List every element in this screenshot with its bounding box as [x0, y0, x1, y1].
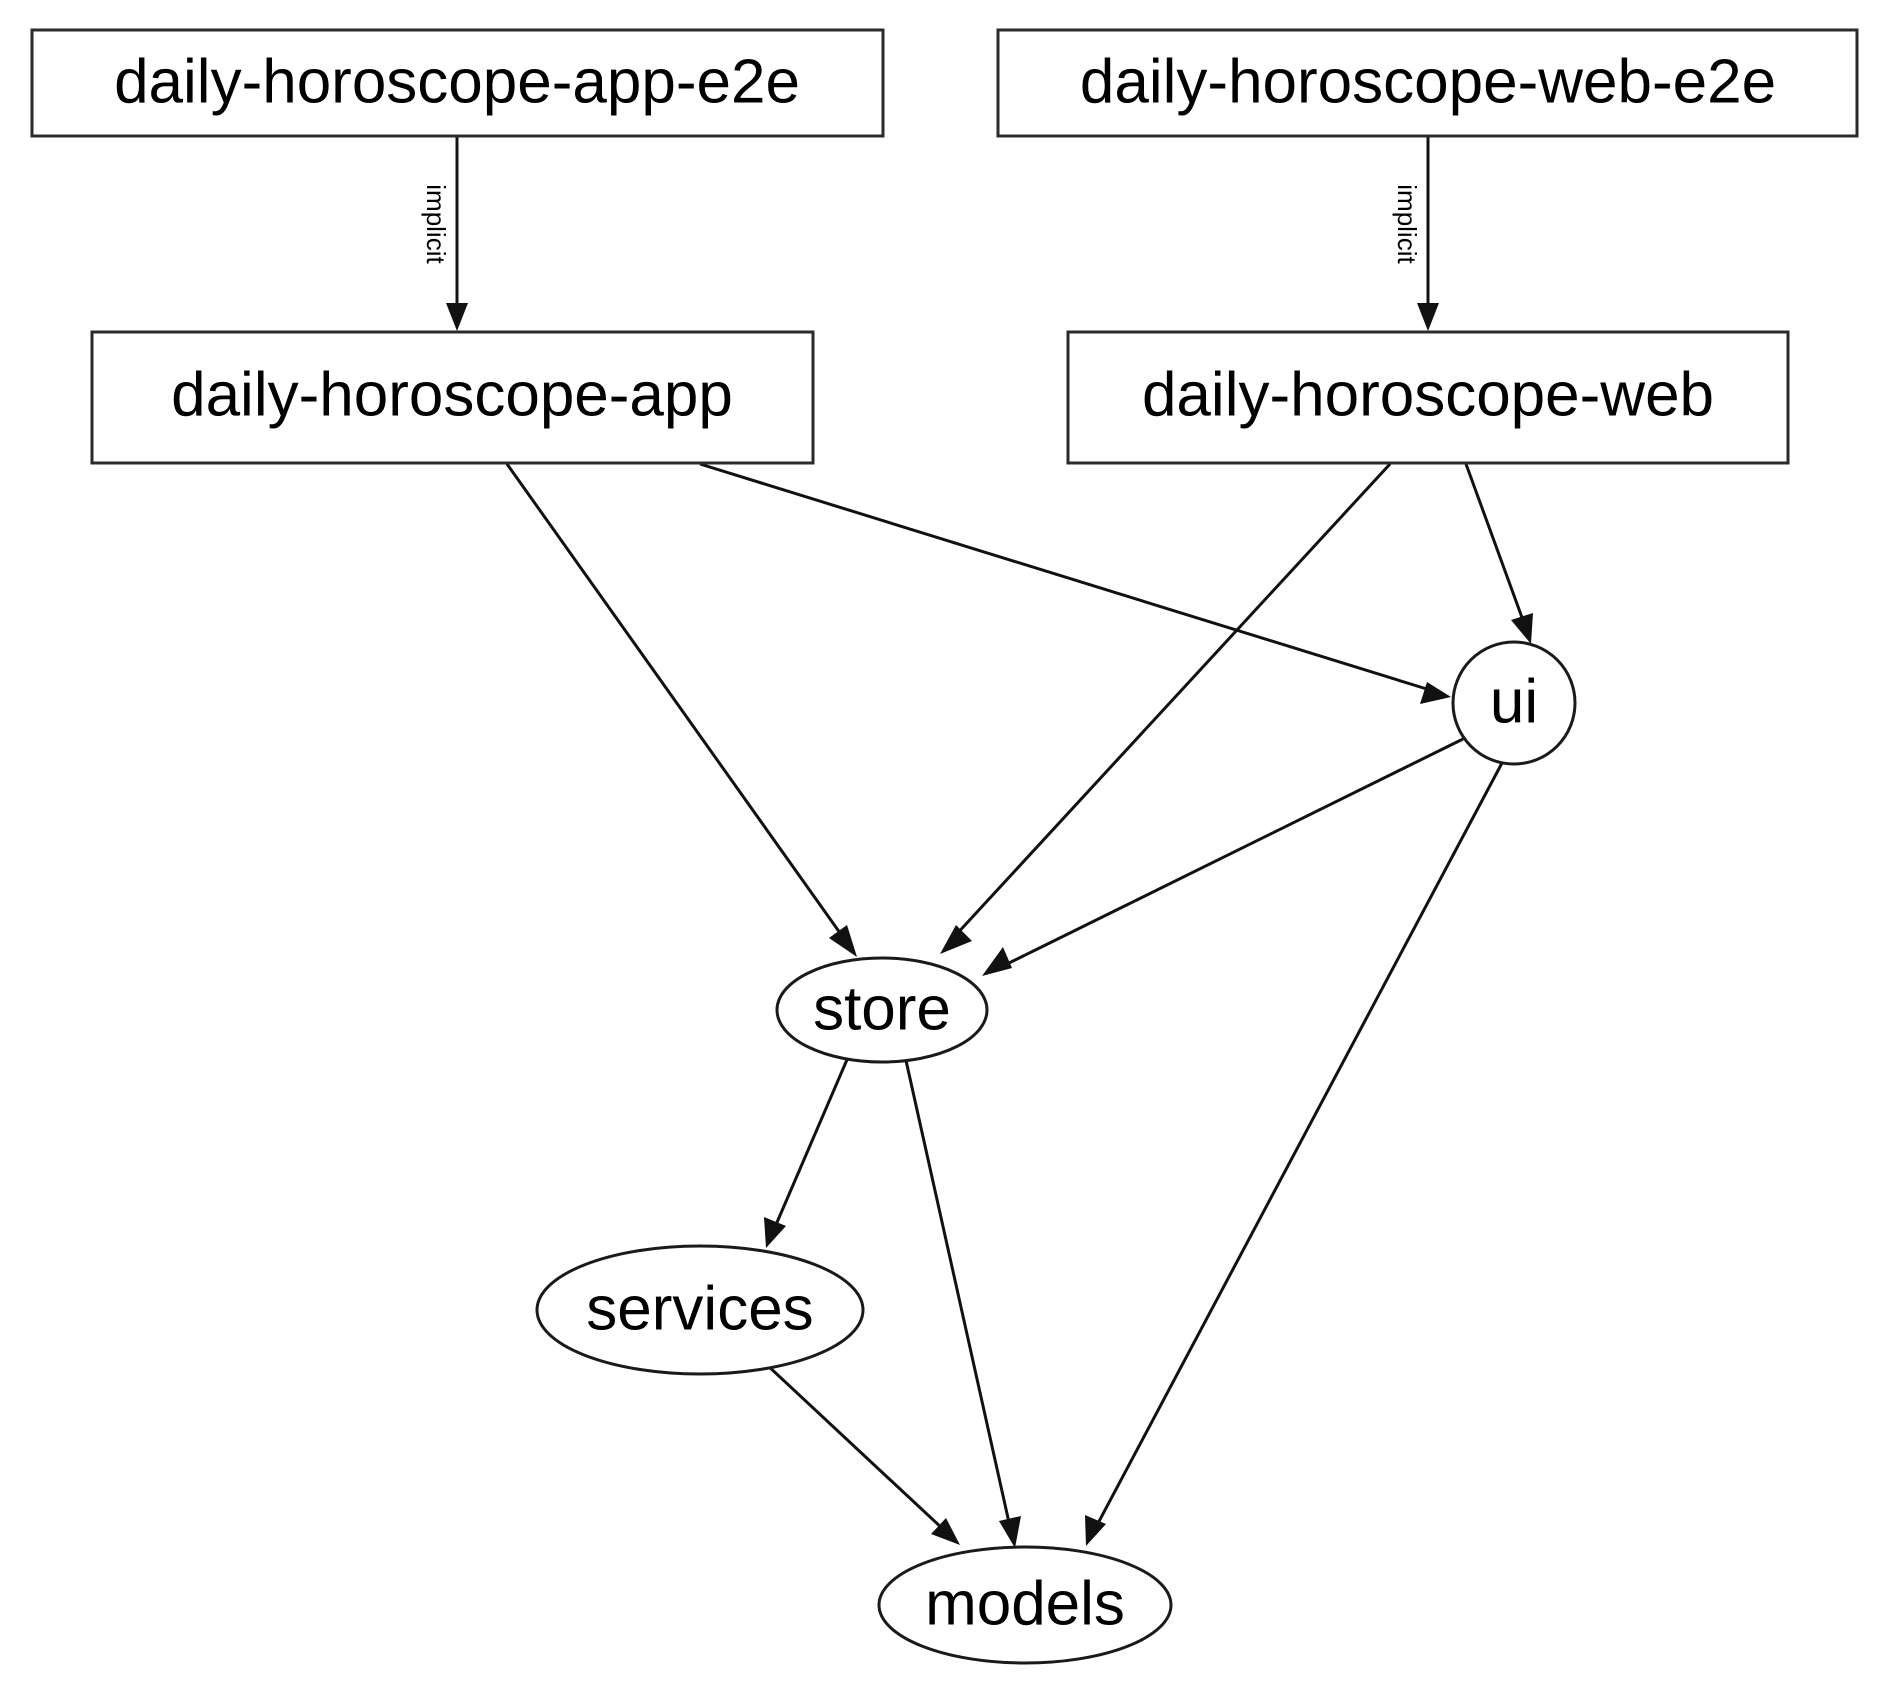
- arrowhead-icon: [1420, 682, 1451, 704]
- edge-store-to-services: [764, 1054, 851, 1248]
- node-models[interactable]: models: [877, 1545, 1173, 1665]
- node-ellipse-shape[interactable]: [775, 956, 989, 1064]
- arrowhead-icon: [999, 1516, 1021, 1548]
- node-store[interactable]: store: [775, 956, 989, 1064]
- node-label: services: [586, 1274, 813, 1343]
- edge-line: [1002, 737, 1464, 968]
- arrowhead-icon: [931, 1518, 960, 1545]
- edge-web-e2e-to-web: implicit: [1392, 137, 1439, 331]
- node-services[interactable]: services: [535, 1244, 865, 1376]
- node-label: store: [813, 974, 951, 1043]
- edge-line: [505, 463, 847, 941]
- edge-label-implicit-app: implicit: [421, 184, 451, 264]
- edge-app-to-ui: [699, 462, 1451, 704]
- arrowhead-icon: [1085, 1515, 1106, 1546]
- edge-line: [773, 1054, 851, 1228]
- node-daily-horoscope-web[interactable]: daily-horoscope-web: [1066, 330, 1790, 465]
- arrowhead-icon: [940, 925, 972, 954]
- node-ui[interactable]: ui: [1451, 640, 1577, 766]
- node-daily-horoscope-app[interactable]: daily-horoscope-app: [90, 330, 815, 465]
- arrowhead-icon: [446, 303, 468, 331]
- edge-app-to-store: [505, 463, 857, 957]
- edge-services-to-models: [764, 1362, 960, 1545]
- arrowhead-icon: [764, 1217, 786, 1248]
- node-label: daily-horoscope-app-e2e: [114, 47, 800, 116]
- node-ellipse-shape[interactable]: [535, 1244, 865, 1376]
- node-label: daily-horoscope-app: [171, 360, 733, 429]
- arrowhead-icon: [982, 947, 1012, 976]
- node-box-shape[interactable]: [90, 330, 815, 465]
- node-label: models: [925, 1569, 1125, 1638]
- node-box-shape[interactable]: [996, 28, 1859, 138]
- edge-store-to-models: [903, 1055, 1021, 1548]
- edge-line: [1094, 762, 1504, 1528]
- edge-line: [903, 1055, 1012, 1528]
- node-box-shape[interactable]: [1066, 330, 1790, 465]
- node-ellipse-shape[interactable]: [1451, 640, 1577, 766]
- edge-web-to-ui: [1464, 463, 1533, 644]
- edge-ui-to-store: [982, 737, 1464, 976]
- edge-line: [699, 462, 1431, 692]
- arrowhead-icon: [829, 925, 857, 957]
- arrowhead-icon: [1511, 613, 1533, 644]
- edge-line: [764, 1362, 946, 1532]
- node-label: daily-horoscope-web: [1142, 360, 1714, 429]
- edge-web-to-store: [940, 462, 1392, 954]
- node-label: daily-horoscope-web-e2e: [1080, 47, 1776, 116]
- edge-line: [1464, 463, 1526, 624]
- node-daily-horoscope-app-e2e[interactable]: daily-horoscope-app-e2e: [30, 28, 885, 138]
- edge-label-implicit-web: implicit: [1392, 184, 1422, 264]
- node-daily-horoscope-web-e2e[interactable]: daily-horoscope-web-e2e: [996, 28, 1859, 138]
- node-box-shape[interactable]: [30, 28, 885, 138]
- edge-app-e2e-to-app: implicit: [421, 137, 468, 331]
- edge-ui-to-models: [1085, 762, 1504, 1546]
- node-ellipse-shape[interactable]: [877, 1545, 1173, 1665]
- arrowhead-icon: [1417, 303, 1439, 331]
- edge-line: [952, 462, 1392, 939]
- node-label: ui: [1490, 667, 1538, 736]
